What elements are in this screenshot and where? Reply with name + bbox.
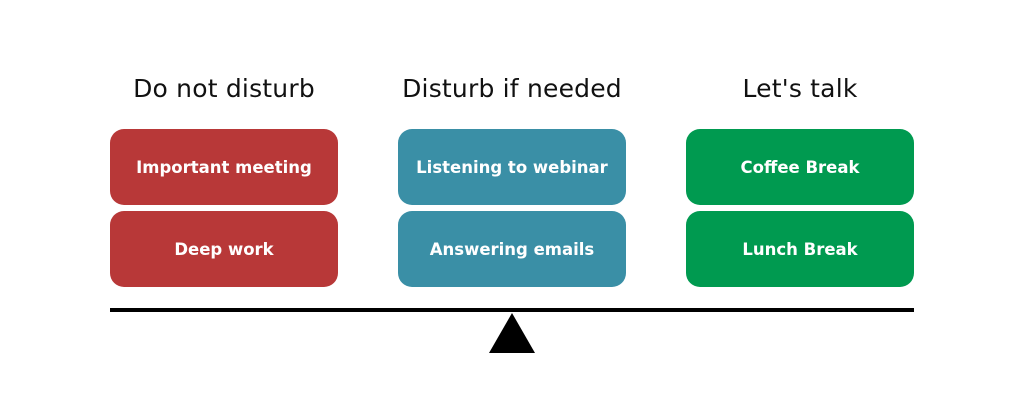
balance-beam — [110, 308, 914, 312]
status-card-deep-work: Deep work — [110, 211, 338, 287]
column-title: Do not disturb — [133, 74, 315, 103]
status-card-listening-to-webinar: Listening to webinar — [398, 129, 626, 205]
status-card-coffee-break: Coffee Break — [686, 129, 914, 205]
column-title: Let's talk — [742, 74, 858, 103]
status-card-lunch-break: Lunch Break — [686, 211, 914, 287]
status-card-important-meeting: Important meeting — [110, 129, 338, 205]
fulcrum-triangle — [489, 313, 535, 353]
column-title: Disturb if needed — [402, 74, 622, 103]
status-card-answering-emails: Answering emails — [398, 211, 626, 287]
